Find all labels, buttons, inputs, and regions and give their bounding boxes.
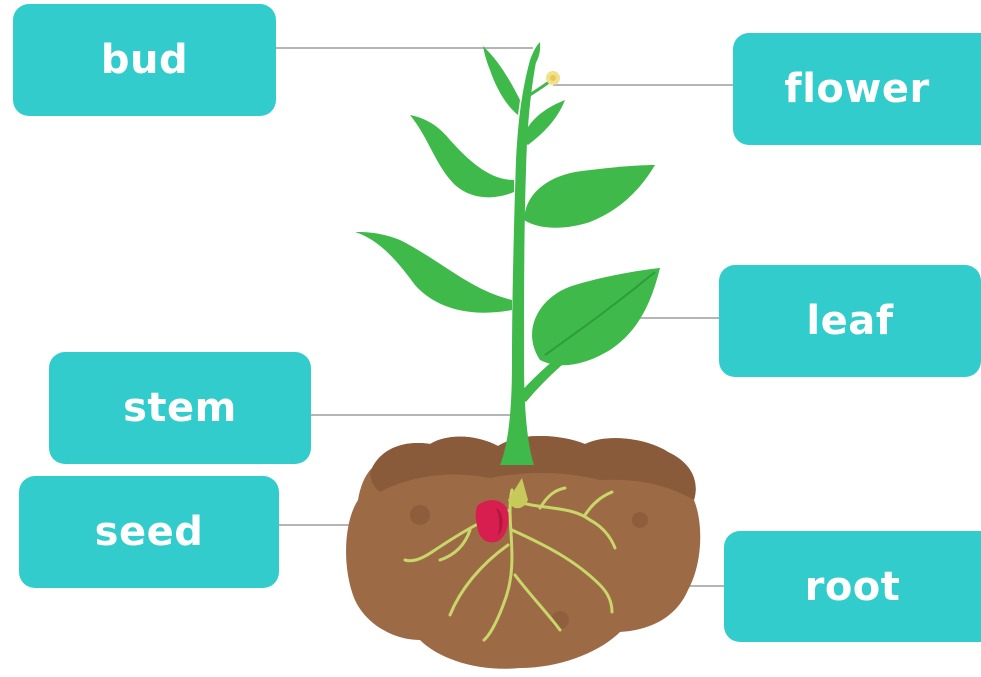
flower-center xyxy=(550,75,556,81)
label-seed[interactable]: seed xyxy=(19,476,279,588)
label-text-stem: stem xyxy=(123,385,237,431)
root-branch xyxy=(513,573,562,632)
soil-top-edge xyxy=(370,436,696,500)
soil-clump xyxy=(410,505,430,525)
soil xyxy=(346,436,701,669)
soil-clump xyxy=(632,512,648,528)
seed-sprout xyxy=(508,478,528,509)
stem-main xyxy=(500,60,536,465)
leaf-top-right xyxy=(522,100,565,145)
seed-highlight xyxy=(496,508,503,536)
label-stem[interactable]: stem xyxy=(49,352,311,464)
root-branch xyxy=(438,528,472,562)
flower xyxy=(527,71,560,98)
root-branch xyxy=(538,486,567,510)
root-branch xyxy=(448,543,510,617)
label-leaf[interactable]: leaf xyxy=(719,265,981,377)
label-text-seed: seed xyxy=(94,509,204,555)
label-root[interactable]: root xyxy=(724,531,981,642)
roots xyxy=(403,486,617,642)
label-text-bud: bud xyxy=(100,37,189,83)
bud-tip xyxy=(530,42,541,64)
leaves xyxy=(355,42,660,366)
label-bud[interactable]: bud xyxy=(13,4,276,116)
label-text-root: root xyxy=(804,563,901,610)
label-text-leaf: leaf xyxy=(806,298,894,344)
seed xyxy=(475,478,528,543)
root-branch xyxy=(510,528,614,614)
root-branch xyxy=(583,490,614,517)
root-branch xyxy=(510,498,617,550)
root-main xyxy=(482,488,514,642)
leaf-vein xyxy=(544,271,656,356)
label-text-flower: flower xyxy=(784,66,930,112)
label-flower[interactable]: flower xyxy=(733,33,981,145)
leaf-top-left xyxy=(483,46,520,115)
leaf-left-lower xyxy=(355,232,512,313)
leaf-right-upper xyxy=(524,165,655,228)
stem xyxy=(500,60,614,465)
leaf-left-upper xyxy=(410,115,514,198)
